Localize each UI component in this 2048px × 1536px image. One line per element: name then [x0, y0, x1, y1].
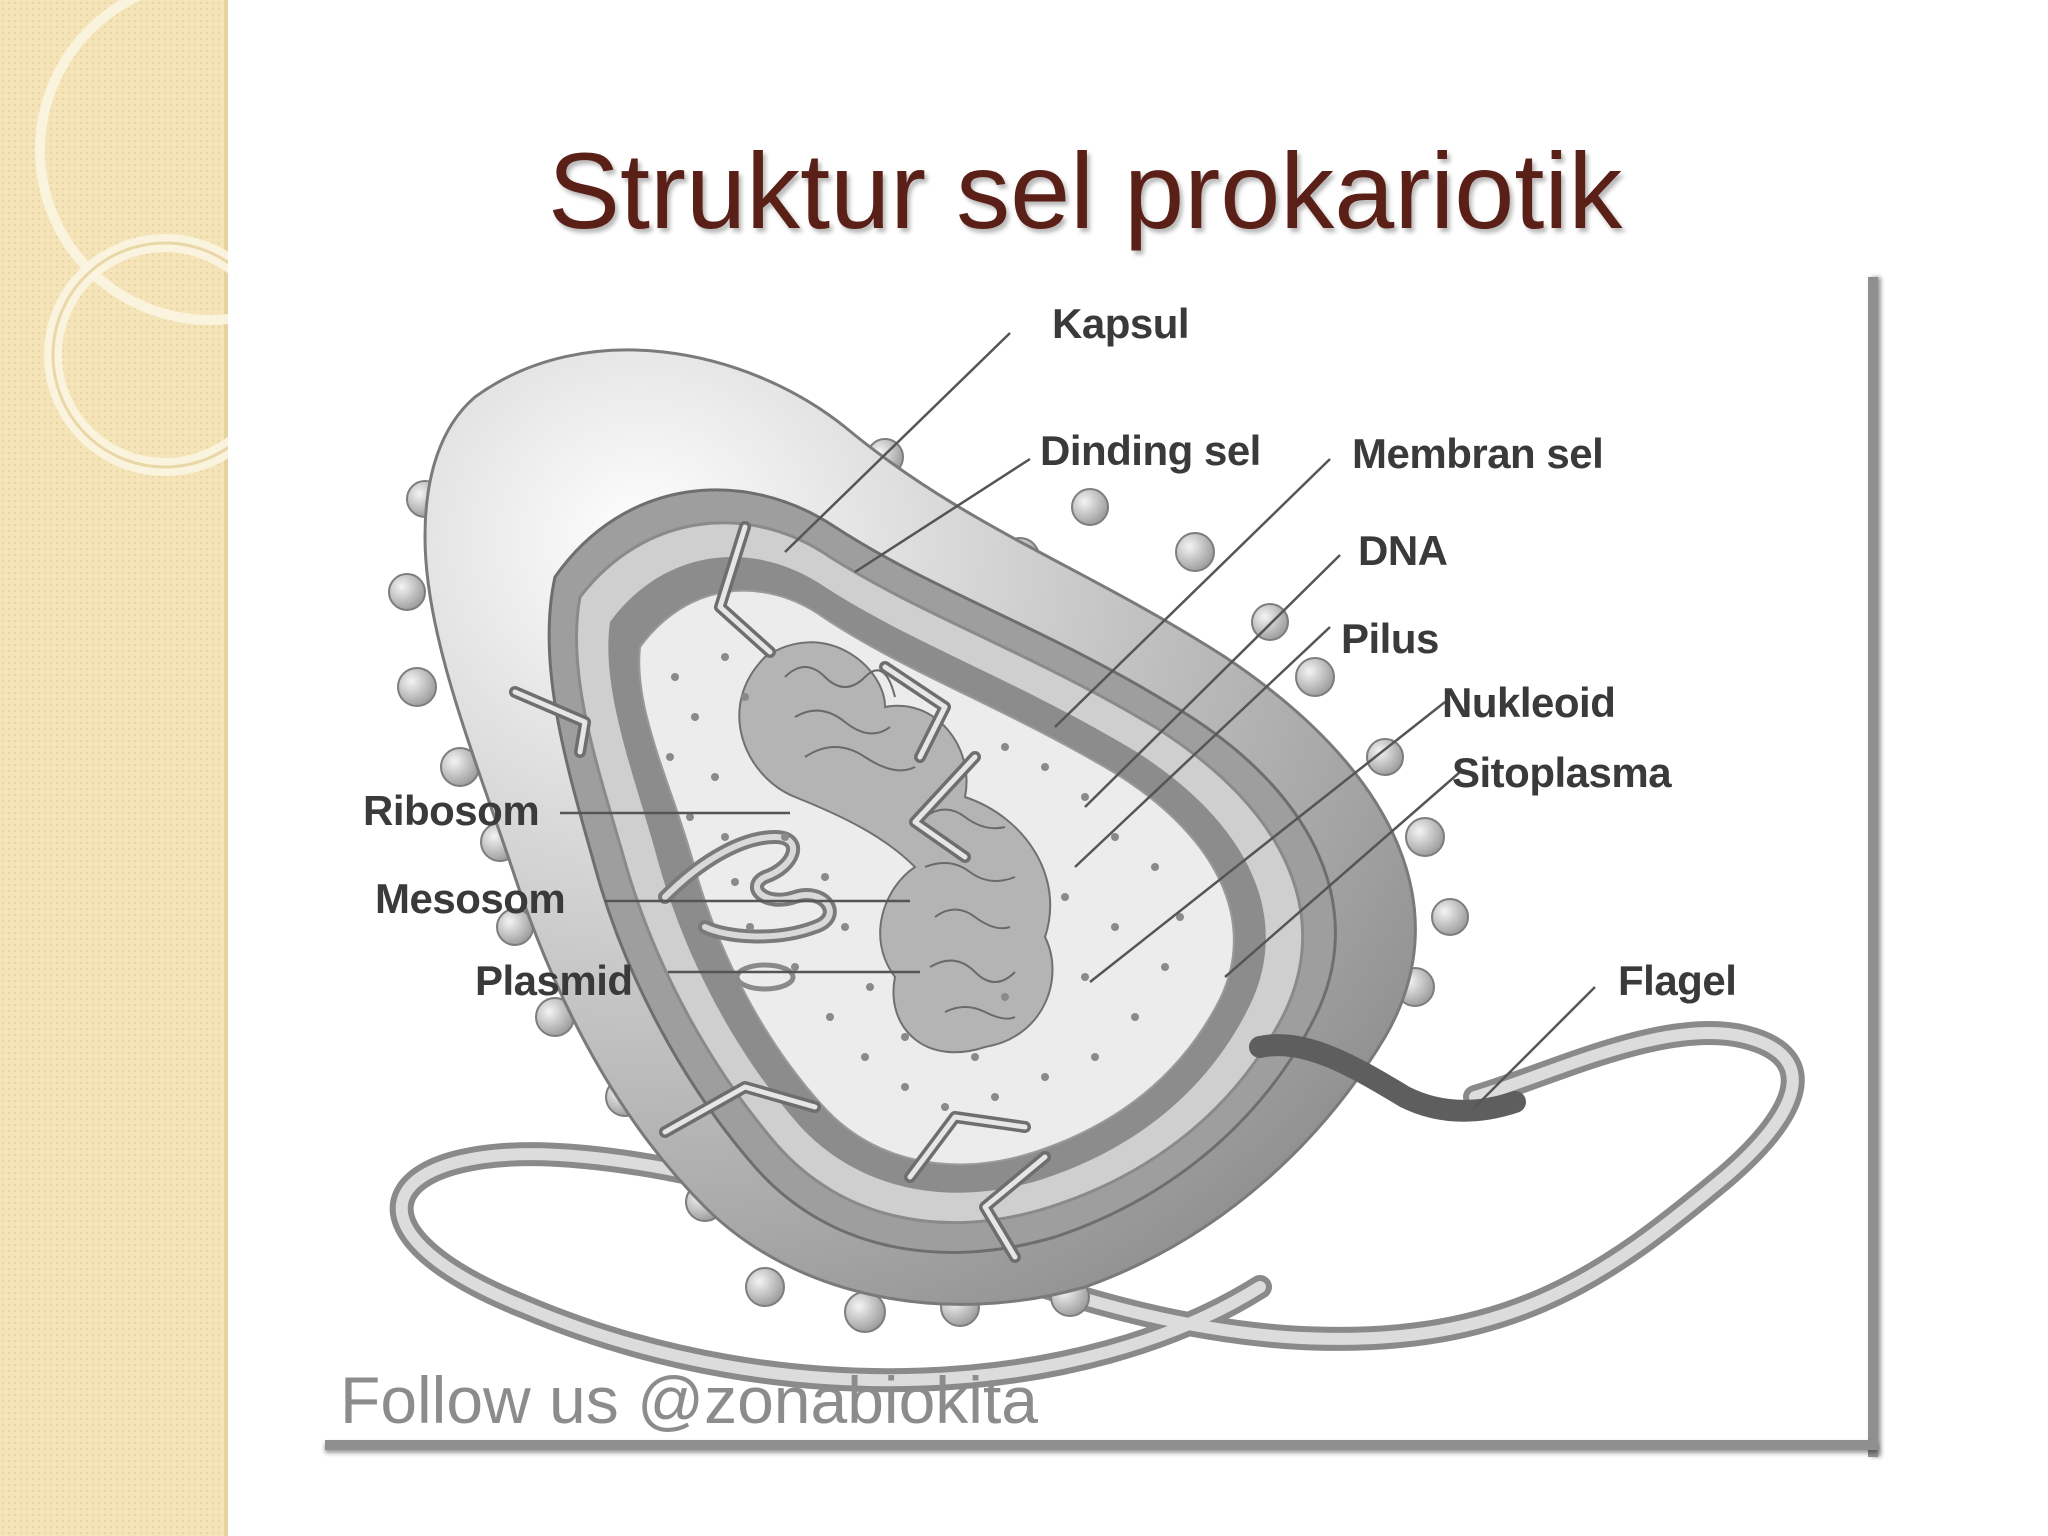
plasmid [734, 962, 796, 992]
nucleoid-dna [738, 641, 1054, 1054]
flagellum-base [1249, 1034, 1526, 1122]
label-ribosom: Ribosom [363, 787, 540, 834]
label-flagel: Flagel [1618, 957, 1737, 1004]
frame-shadow-bottom [325, 1440, 1878, 1450]
label-kapsul: Kapsul [1052, 300, 1190, 347]
label-pilus: Pilus [1341, 615, 1439, 662]
frame-shadow-right [1868, 277, 1878, 1457]
label-nukleoid: Nukleoid [1442, 679, 1616, 726]
ribosome-dots [666, 653, 1184, 1111]
side-strip-edge [224, 0, 228, 1536]
label-plasmid: Plasmid [475, 957, 633, 1004]
cell-diagram: Kapsul Dinding sel Membran sel DNA Pilus… [325, 277, 1885, 1449]
watermark-text: Follow us @zonabiokita [340, 1363, 1038, 1437]
label-sitoplasma: Sitoplasma [1452, 749, 1672, 796]
label-dna: DNA [1358, 527, 1448, 574]
label-leader-lines [560, 332, 1596, 1108]
prokaryotic-cell-illustration [388, 332, 1805, 1393]
decorative-circles [35, 0, 228, 476]
label-mesosom: Mesosom [375, 875, 566, 922]
slide-title: Struktur sel prokariotik [548, 130, 1623, 251]
label-dinding-sel: Dinding sel [1040, 427, 1261, 474]
label-membran-sel: Membran sel [1352, 430, 1604, 477]
